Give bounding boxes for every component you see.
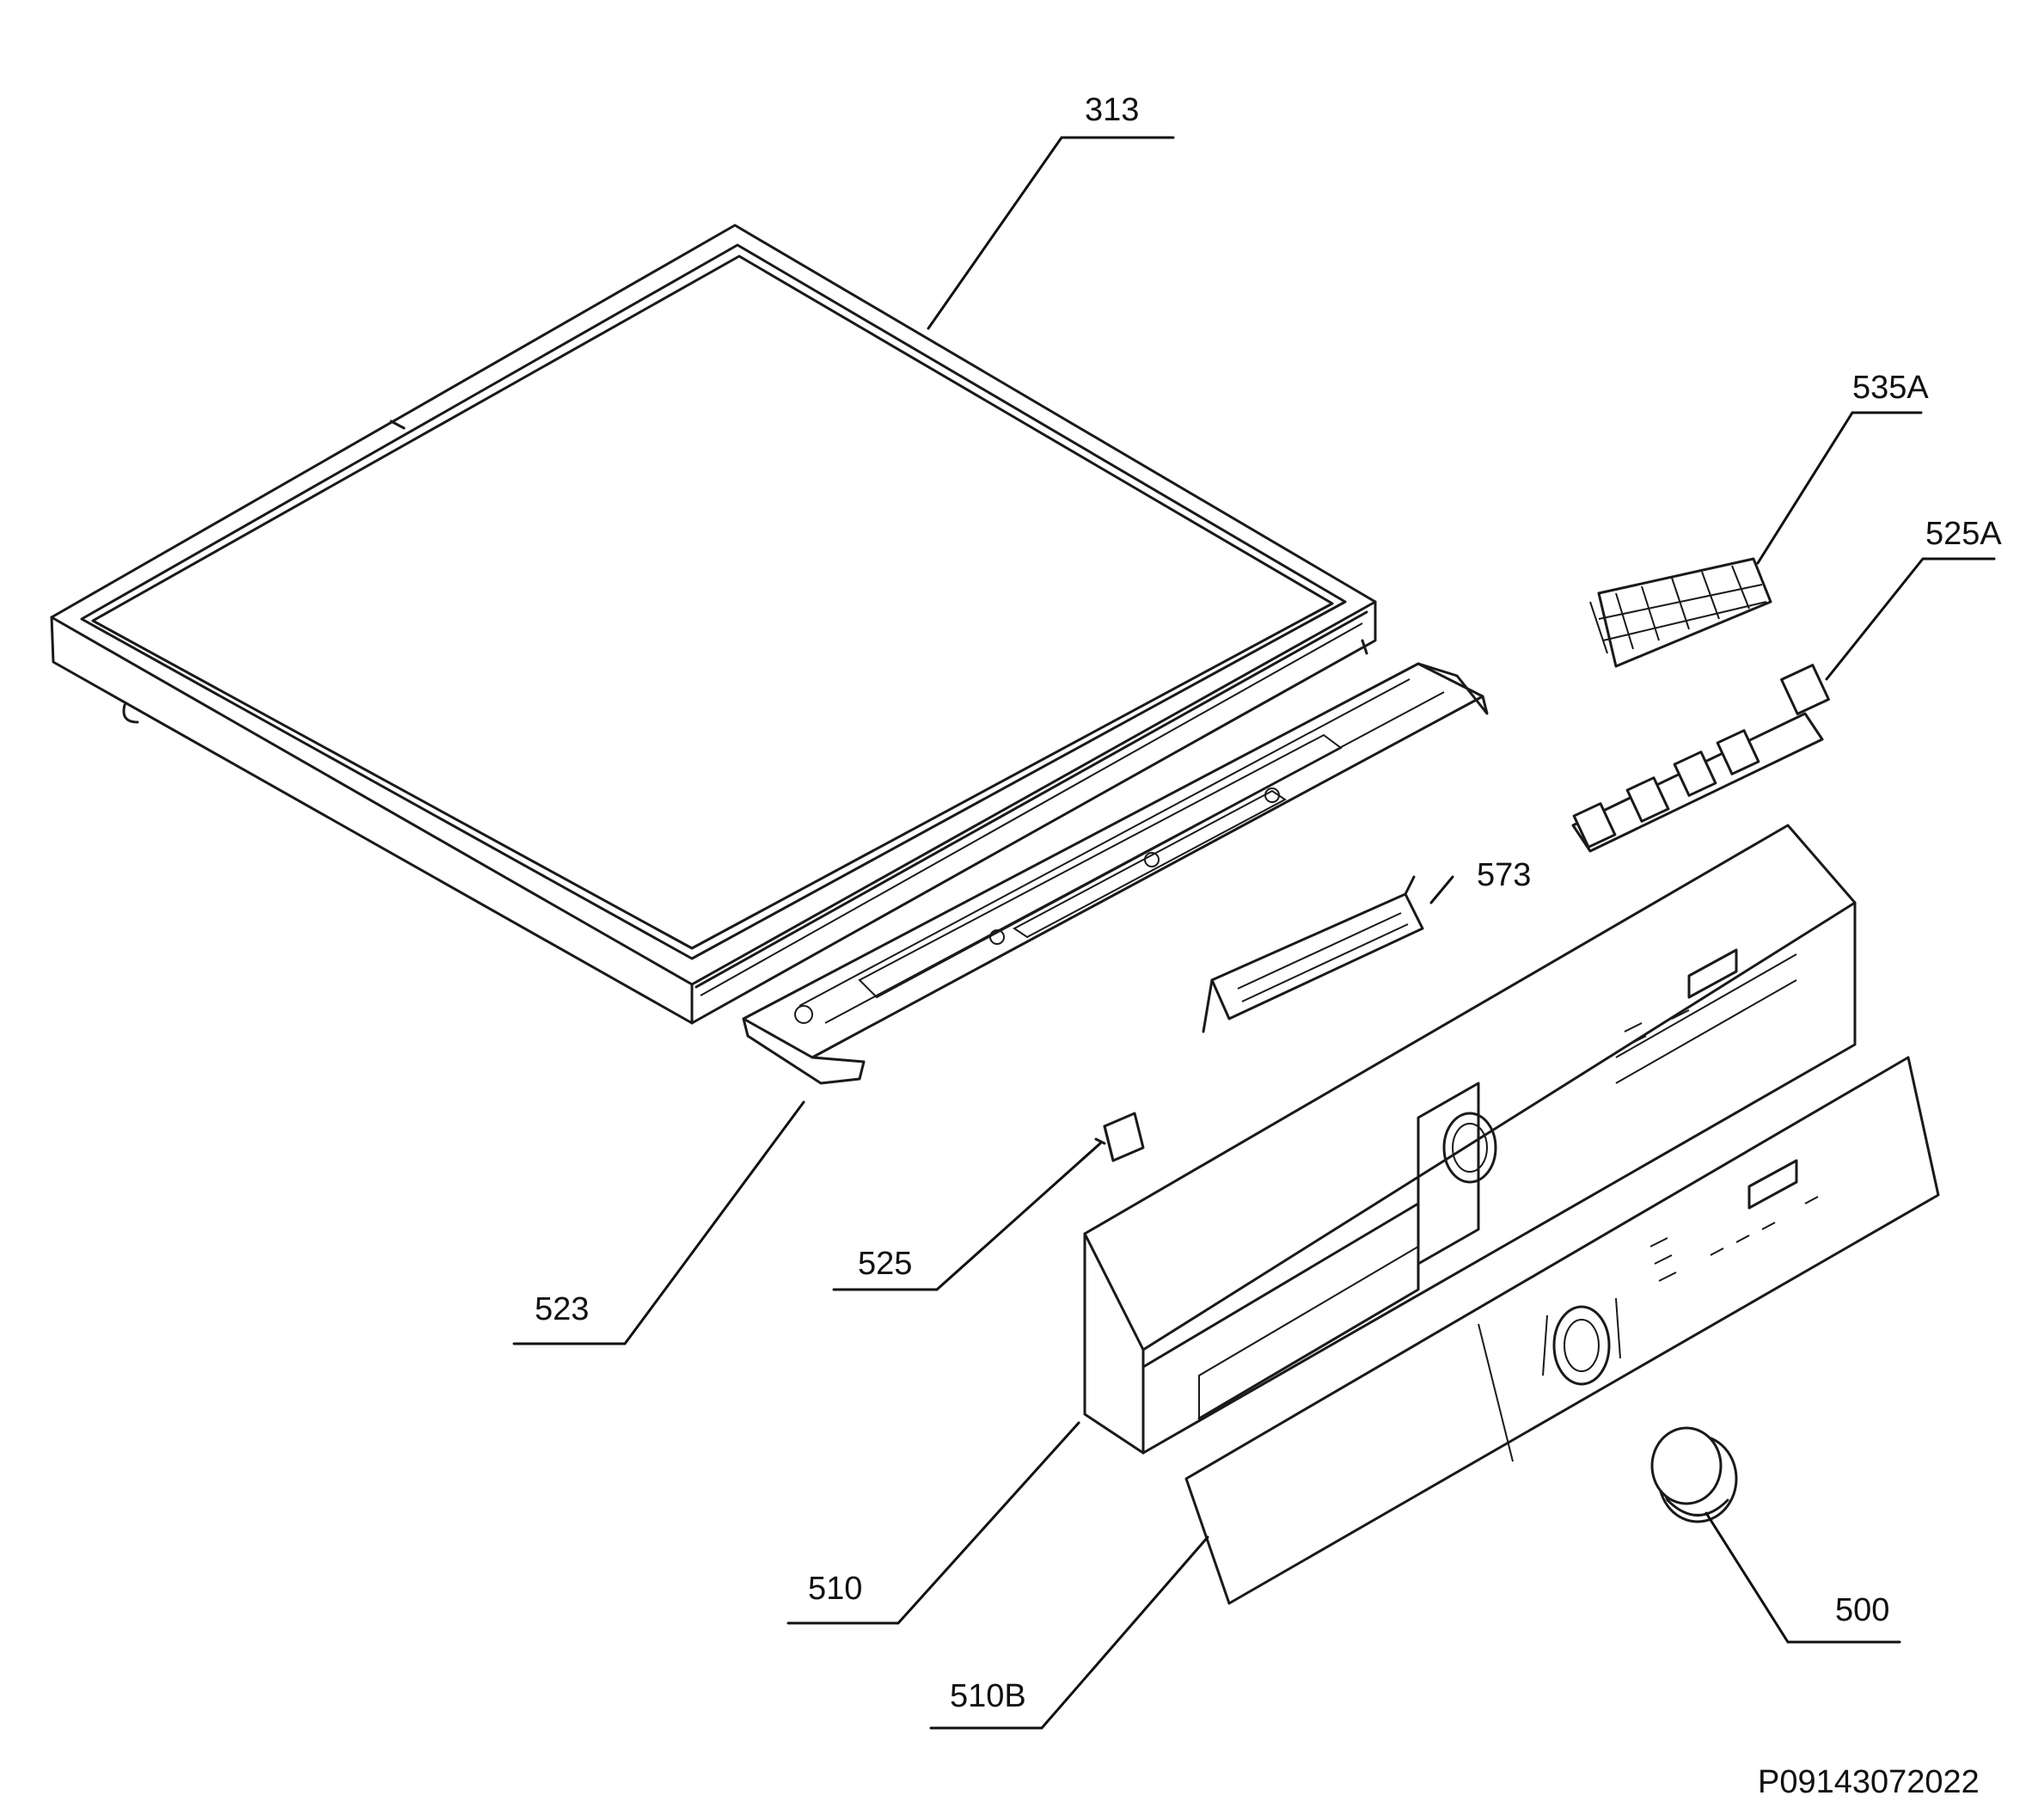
- part-525-small-connector: [1094, 1112, 1145, 1162]
- leader-510B: [929, 1535, 1209, 1730]
- leader-500: [1704, 1511, 1901, 1644]
- leader-510: [786, 1421, 1080, 1625]
- callout-573: 573: [1477, 857, 1531, 893]
- callout-labels: 313 535A 525A 573 523 525 510 510B 500: [535, 92, 2002, 1714]
- callout-313: 313: [1085, 92, 1139, 128]
- callout-500: 500: [1835, 1592, 1889, 1628]
- part-510B-decor-panel: [1184, 1056, 1940, 1605]
- leader-lines: [512, 136, 1996, 1730]
- part-535A-harness: [1589, 557, 1772, 668]
- part-523-rail-bracket: [742, 662, 1489, 1085]
- leader-525: [832, 1142, 1102, 1291]
- callout-510B: 510B: [950, 1678, 1026, 1714]
- leader-523: [512, 1100, 805, 1345]
- callout-510: 510: [808, 1571, 862, 1607]
- leader-573: [1429, 875, 1454, 904]
- leader-313: [927, 136, 1175, 330]
- callout-535A: 535A: [1852, 370, 1929, 406]
- part-573-display-board: [1202, 875, 1424, 1033]
- callout-523: 523: [535, 1291, 589, 1327]
- callout-525A: 525A: [1925, 516, 2002, 552]
- part-313-top-lid: [50, 224, 1377, 1025]
- part-510-control-panel: [1083, 824, 1857, 1455]
- leader-525A: [1825, 557, 1996, 681]
- part-525A-connector-strip: [1571, 664, 1830, 853]
- reference-code: P09143072022: [1758, 1764, 1980, 1800]
- leader-535A: [1756, 411, 1923, 565]
- part-500-knob: [1650, 1426, 1738, 1523]
- callout-525: 525: [858, 1246, 912, 1282]
